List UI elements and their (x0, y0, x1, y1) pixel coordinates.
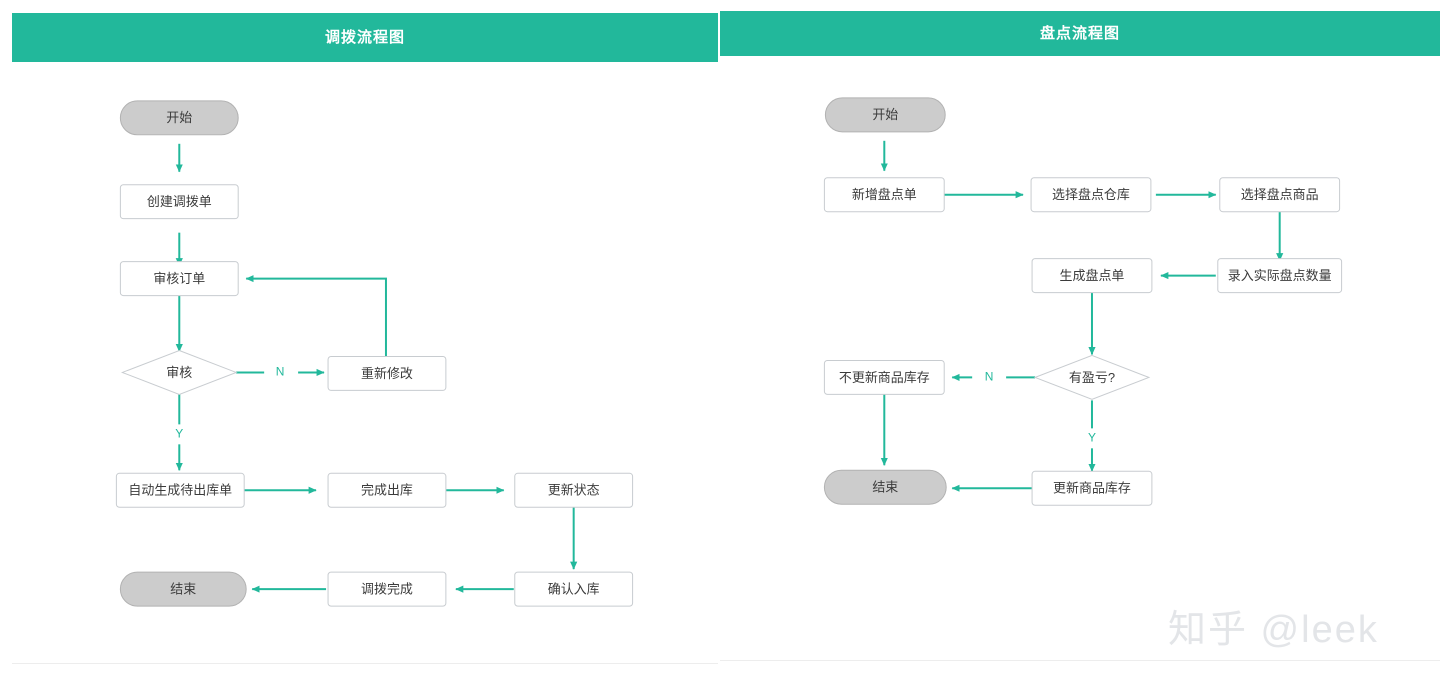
node-create-order[interactable]: 创建调拨单 (119, 184, 239, 220)
node-confirm-in-label: 确认入库 (548, 582, 600, 597)
node-transfer-done[interactable]: 调拨完成 (327, 571, 447, 607)
node-audit-decision-label: 审核 (166, 365, 192, 380)
edge-label-profit-loss-yes: Y (1088, 431, 1096, 445)
node-select-warehouse[interactable]: 选择盘点仓库 (1030, 177, 1152, 213)
transfer-flowchart-canvas: 开始 创建调拨单 审核订单 审核 N Y 重新修改 自动生成待出库单 完成出库 (115, 100, 634, 607)
node-update-stock-label: 更新商品库存 (1053, 481, 1131, 496)
node-end[interactable]: 结束 (823, 469, 947, 505)
node-confirm-in[interactable]: 确认入库 (514, 571, 634, 607)
node-end[interactable]: 结束 (119, 571, 247, 607)
node-audit-order[interactable]: 审核订单 (119, 261, 239, 297)
node-no-update-stock-label: 不更新商品库存 (839, 370, 930, 385)
node-select-warehouse-label: 选择盘点仓库 (1052, 187, 1130, 202)
node-enter-qty-label: 录入实际盘点数量 (1228, 268, 1332, 283)
node-update-status-label: 更新状态 (548, 483, 600, 498)
node-new-sheet-label: 新增盘点单 (852, 187, 917, 202)
node-auto-generate-label: 自动生成待出库单 (128, 483, 232, 498)
node-select-goods[interactable]: 选择盘点商品 (1219, 177, 1341, 213)
node-rework-label: 重新修改 (361, 366, 413, 381)
edge-label-profit-loss-no: N (985, 370, 994, 384)
node-start-label: 开始 (872, 107, 898, 122)
node-auto-generate[interactable]: 自动生成待出库单 (115, 472, 245, 508)
node-start[interactable]: 开始 (119, 100, 239, 136)
transfer-panel-title: 调拨流程图 (12, 13, 718, 62)
node-no-update-stock[interactable]: 不更新商品库存 (823, 359, 945, 395)
edge-rework-to-audit-order (245, 274, 387, 357)
node-profit-loss-decision[interactable]: 有盈亏? (1033, 354, 1151, 400)
node-update-stock[interactable]: 更新商品库存 (1031, 470, 1153, 506)
node-update-status[interactable]: 更新状态 (514, 472, 634, 508)
stocktake-flowchart-panel: 盘点流程图 开始 (720, 11, 1440, 661)
node-end-label: 结束 (872, 480, 898, 495)
node-generate-sheet-label: 生成盘点单 (1060, 268, 1125, 283)
node-enter-qty[interactable]: 录入实际盘点数量 (1217, 258, 1343, 294)
watermark: 知乎 @leek (1168, 609, 1379, 651)
node-start[interactable]: 开始 (824, 97, 946, 133)
node-finish-out-label: 完成出库 (361, 483, 413, 498)
transfer-flowchart-panel: 调拨流程图 开始 (12, 13, 718, 664)
stocktake-flowchart-canvas: 开始 新增盘点单 选择盘点仓库 选择盘点商品 录入实际盘点数量 生成盘点单 有盈… (823, 97, 1343, 506)
node-select-goods-label: 选择盘点商品 (1241, 187, 1319, 202)
node-transfer-done-label: 调拨完成 (361, 582, 413, 597)
node-finish-out[interactable]: 完成出库 (327, 472, 447, 508)
edge-label-audit-no: N (276, 365, 285, 379)
stocktake-panel-title: 盘点流程图 (720, 11, 1440, 56)
node-new-sheet[interactable]: 新增盘点单 (823, 177, 945, 213)
node-start-label: 开始 (166, 110, 192, 125)
node-profit-loss-decision-label: 有盈亏? (1069, 370, 1115, 385)
node-rework[interactable]: 重新修改 (327, 355, 447, 391)
node-audit-order-label: 审核订单 (153, 271, 205, 286)
node-end-label: 结束 (170, 582, 196, 597)
node-generate-sheet[interactable]: 生成盘点单 (1031, 258, 1153, 294)
edge-label-audit-yes: Y (175, 427, 183, 441)
node-create-order-label: 创建调拨单 (147, 194, 212, 209)
node-audit-decision[interactable]: 审核 (120, 349, 238, 395)
